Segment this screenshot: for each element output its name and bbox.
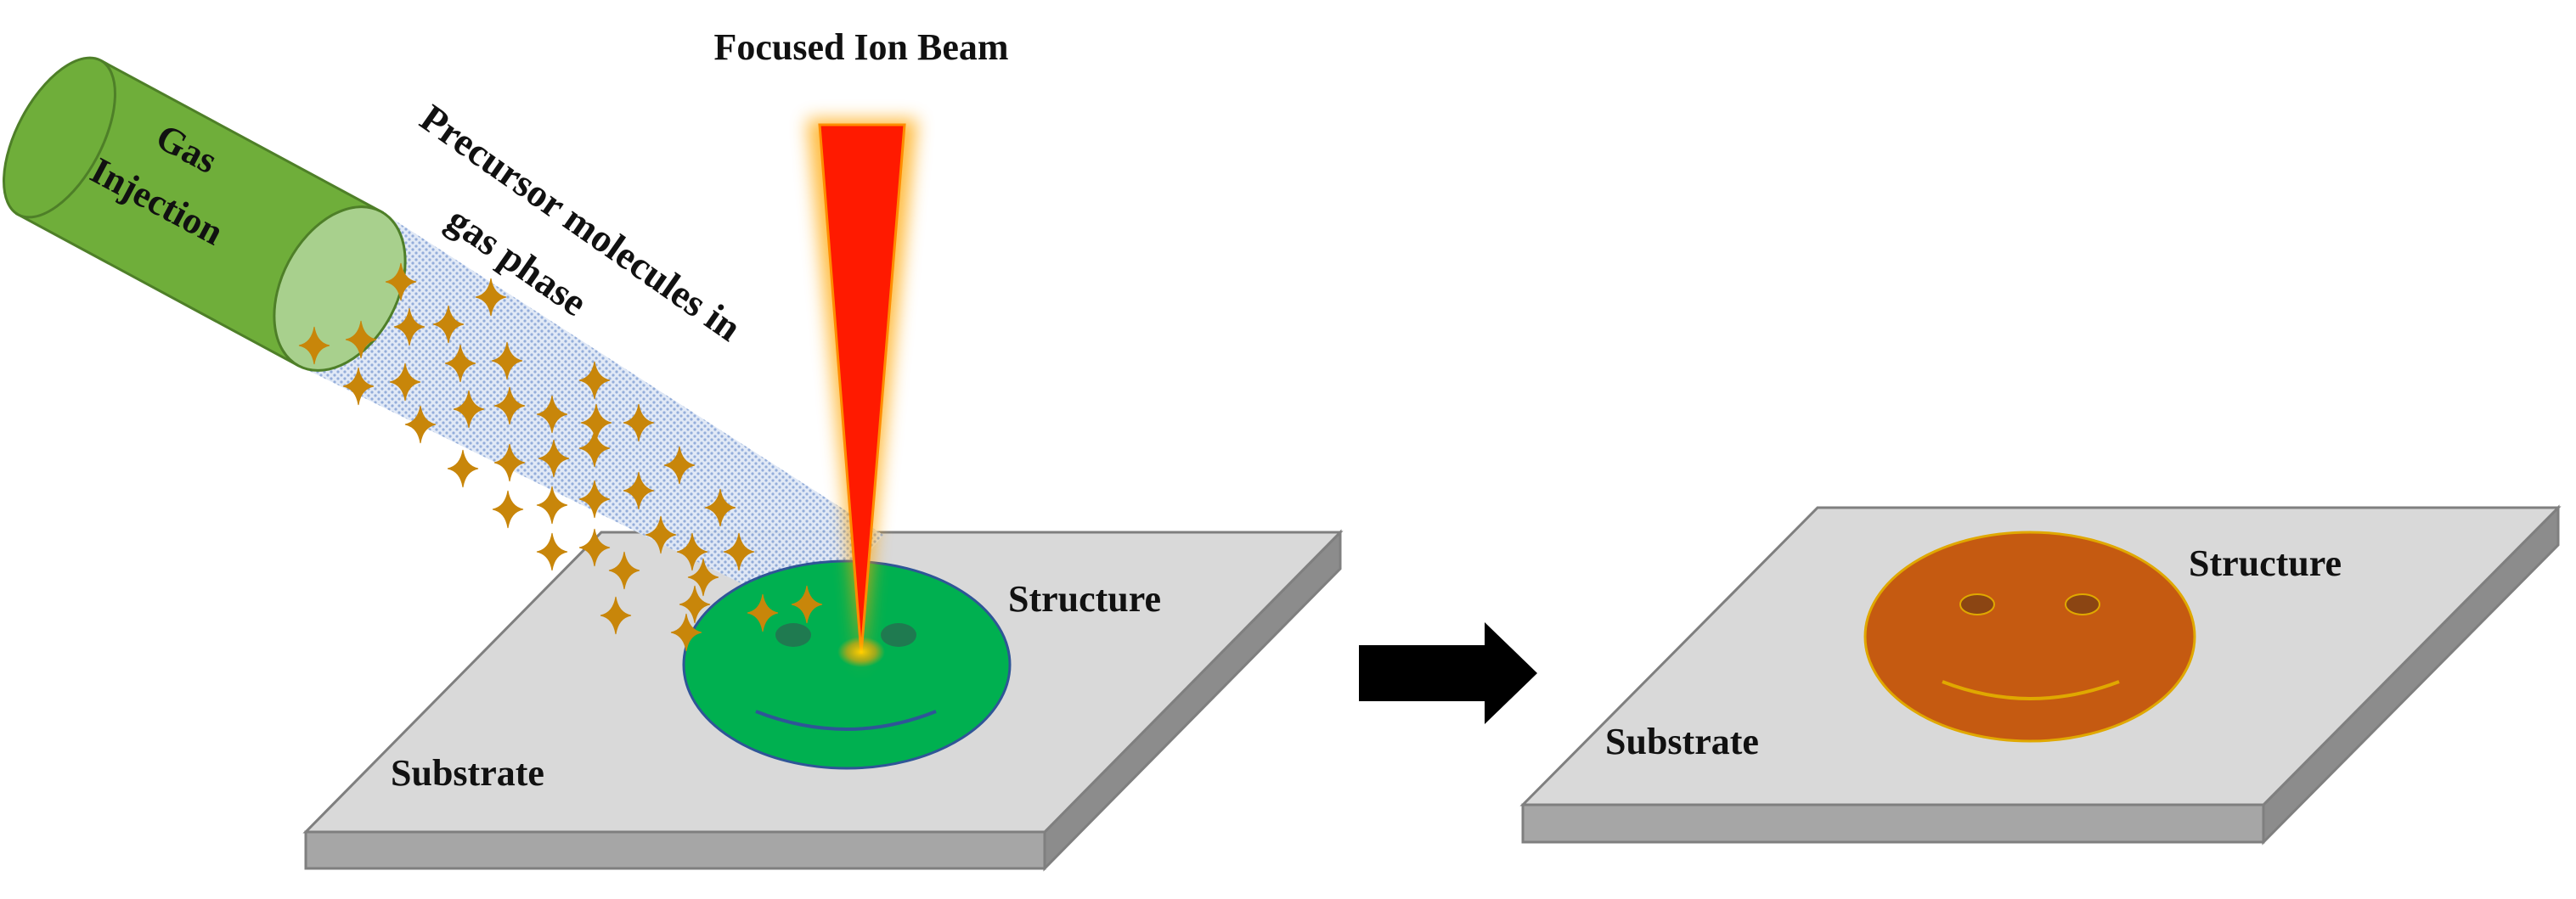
substrate-right-label: Substrate [1605,721,1759,762]
right-arrow-icon [1359,622,1537,724]
structure-left-smile [755,710,937,731]
sparkle-star-icon [536,532,568,571]
structure-right-eye-right [2065,593,2100,615]
structure-right-label: Structure [2189,542,2342,584]
substrate-left-front [304,830,1046,870]
substrate-right-front [1521,803,2265,844]
structure-right-eye-left [1959,593,1995,615]
structure-right-smile [1942,680,2120,700]
gas-injector [3,56,407,372]
ion-beam [807,119,917,671]
sparkle-star-icon [492,490,524,529]
right-scene: Structure Substrate [1519,504,2562,846]
gas-injector-back [3,56,116,219]
gas-injector-opening [273,205,407,372]
left-scene: Focused Ion Beam Precursor molecules in … [3,26,1344,872]
structure-left-eye-left [775,623,811,647]
structure-right-smiley [1863,531,2196,743]
structure-right-face [1863,531,2196,743]
ion-beam-cone [818,123,906,655]
structure-left-eye-right [881,623,916,647]
sparkle-star-icon [447,449,479,488]
substrate-left-label: Substrate [391,752,544,794]
gas-stream [297,212,883,620]
ion-beam-impact [837,637,885,667]
structure-left-smiley [682,559,1012,770]
beam-label: Focused Ion Beam [713,26,1008,68]
structure-left-face [682,559,1012,770]
structure-left-label: Structure [1008,578,1161,620]
